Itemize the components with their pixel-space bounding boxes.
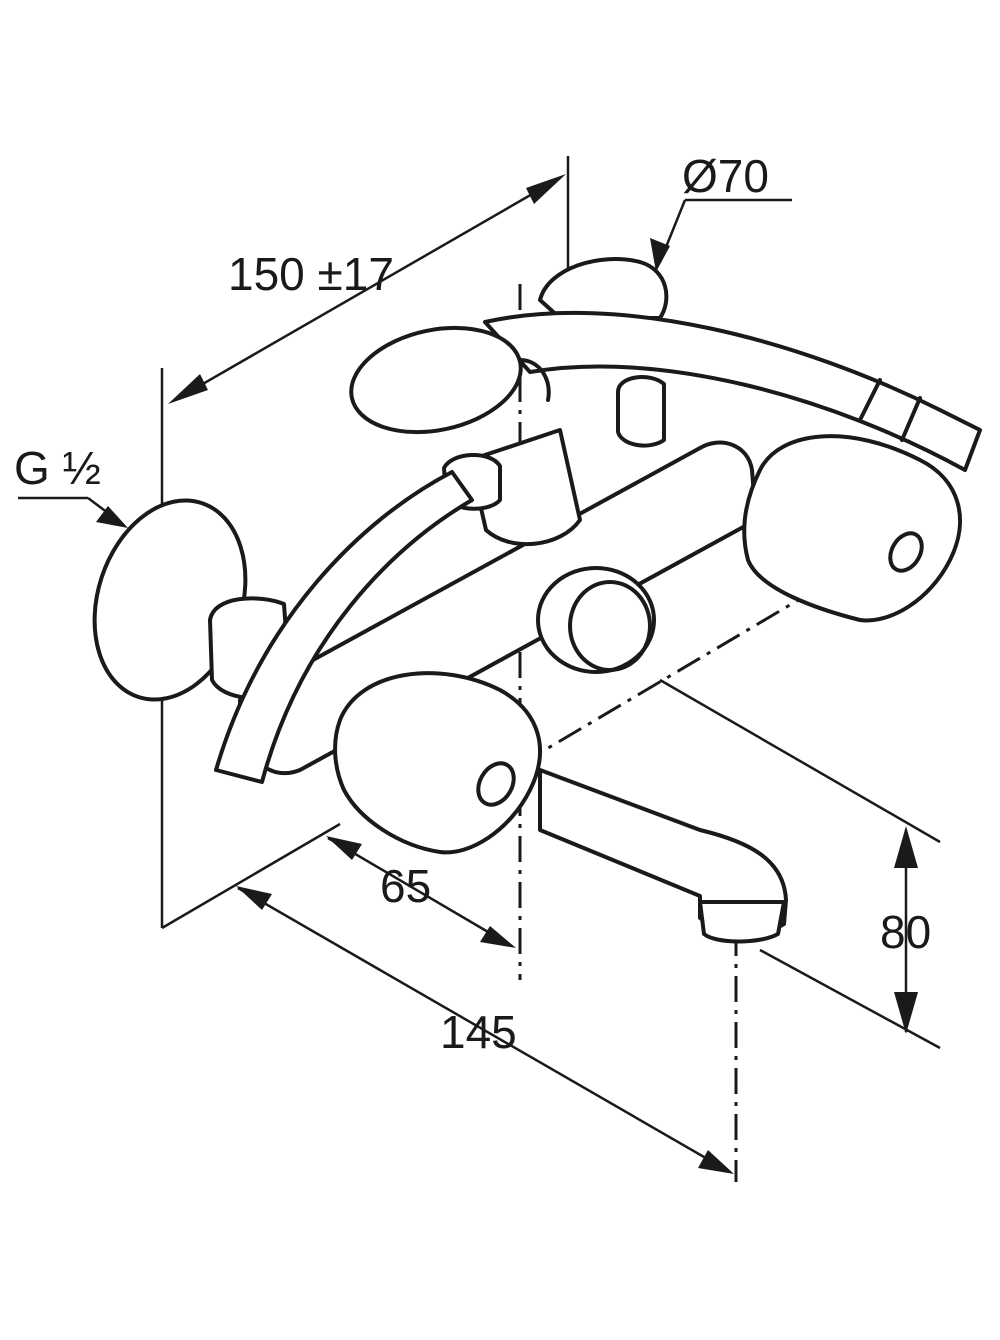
dimension-labels: 150 ±17 Ø70 G ½ 65 145 80 xyxy=(14,150,931,1058)
arrow-65-left xyxy=(326,836,362,860)
arrow-80-bottom xyxy=(894,992,918,1034)
diverter-knob-cap xyxy=(568,580,652,672)
handle-right xyxy=(742,434,962,623)
arrow-80-top xyxy=(894,826,918,868)
faucet xyxy=(92,257,982,944)
shower-hose-front xyxy=(214,470,474,784)
dim-line-65 xyxy=(327,836,513,948)
dim-line-150 xyxy=(174,176,561,402)
arrow-65-right xyxy=(480,926,516,948)
dim-label-80: 80 xyxy=(880,906,931,958)
hand-shower-head xyxy=(349,325,523,435)
dim-label-d70: Ø70 xyxy=(682,150,769,202)
arrow-150-right xyxy=(526,174,566,204)
handle-left-index xyxy=(476,761,516,807)
arrow-d70 xyxy=(650,238,670,272)
shower-hose-top xyxy=(483,310,982,472)
handle-left xyxy=(333,671,542,855)
ext-80-bottom xyxy=(759,948,941,1050)
dimension-lines xyxy=(18,156,941,1174)
arrow-150-left xyxy=(168,374,208,404)
dim-label-150: 150 ±17 xyxy=(228,248,394,300)
dim-label-145: 145 xyxy=(440,1006,517,1058)
shower-hook xyxy=(518,358,551,402)
rosette-back xyxy=(538,257,669,320)
dim-line-145 xyxy=(237,886,731,1174)
arrow-g12 xyxy=(96,506,128,528)
hose-ring-2 xyxy=(900,396,922,442)
dim-label-g12: G ½ xyxy=(14,442,101,494)
ext-80-top xyxy=(659,678,941,844)
diverter-knob xyxy=(536,566,656,674)
hose-ring-1 xyxy=(858,378,882,422)
arrow-145-left xyxy=(236,886,272,910)
base-line-wall xyxy=(161,822,341,930)
arrow-145-right xyxy=(698,1150,734,1174)
nut-back-right xyxy=(616,375,666,448)
shower-holder xyxy=(468,428,582,547)
handle-right-index xyxy=(888,531,924,573)
dim-label-65: 65 xyxy=(380,860,431,912)
spout-aerator xyxy=(698,900,786,944)
